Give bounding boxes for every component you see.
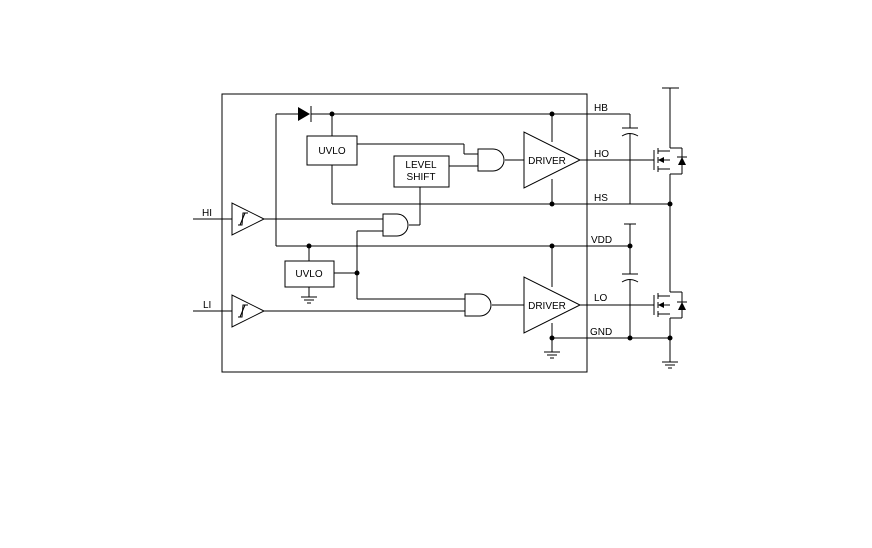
pin-label-vdd: VDD [591, 235, 612, 246]
pin-label-lo: LO [594, 293, 608, 304]
bootstrap-diode-icon [298, 106, 312, 122]
and-gate-low-icon [464, 293, 492, 317]
ground-external-icon [662, 361, 678, 369]
wires [193, 87, 679, 362]
driver-low-label: DRIVER [528, 301, 566, 312]
pin-label-gnd: GND [590, 327, 612, 338]
driver-low-block: DRIVER [523, 276, 582, 334]
mosfet-high-icon [653, 147, 687, 175]
level-shift-label-line1: LEVEL [405, 160, 437, 171]
pin-label-hs: HS [594, 193, 608, 204]
uvlo-high-block: UVLO [306, 135, 358, 166]
schmitt-buffer-li-icon [231, 294, 266, 328]
and-gate-high-icon [477, 148, 505, 172]
mosfet-low-icon [653, 291, 687, 319]
and-gate-mid-icon [382, 213, 409, 237]
pin-label-hb: HB [594, 103, 608, 114]
pin-label-hi: HI [202, 208, 212, 219]
junction-dots [306, 111, 673, 341]
schmitt-buffer-hi-icon [231, 202, 266, 236]
ground-driver-icon [544, 351, 560, 359]
pin-label-li: LI [203, 300, 211, 311]
level-shift-label-line2: SHIFT [407, 172, 436, 183]
pin-label-ho: HO [594, 149, 609, 160]
uvlo-low-block: UVLO [284, 260, 335, 288]
uvlo-high-label: UVLO [318, 146, 345, 157]
ground-uvlo-icon [301, 296, 317, 304]
ic-package-outline [221, 93, 588, 373]
uvlo-low-label: UVLO [295, 269, 322, 280]
bootstrap-capacitor-icon [621, 127, 639, 137]
driver-high-label: DRIVER [528, 156, 566, 167]
vdd-capacitor-icon [621, 273, 639, 283]
level-shift-block: LEVEL SHIFT [393, 155, 450, 188]
driver-high-block: DRIVER [523, 131, 582, 189]
